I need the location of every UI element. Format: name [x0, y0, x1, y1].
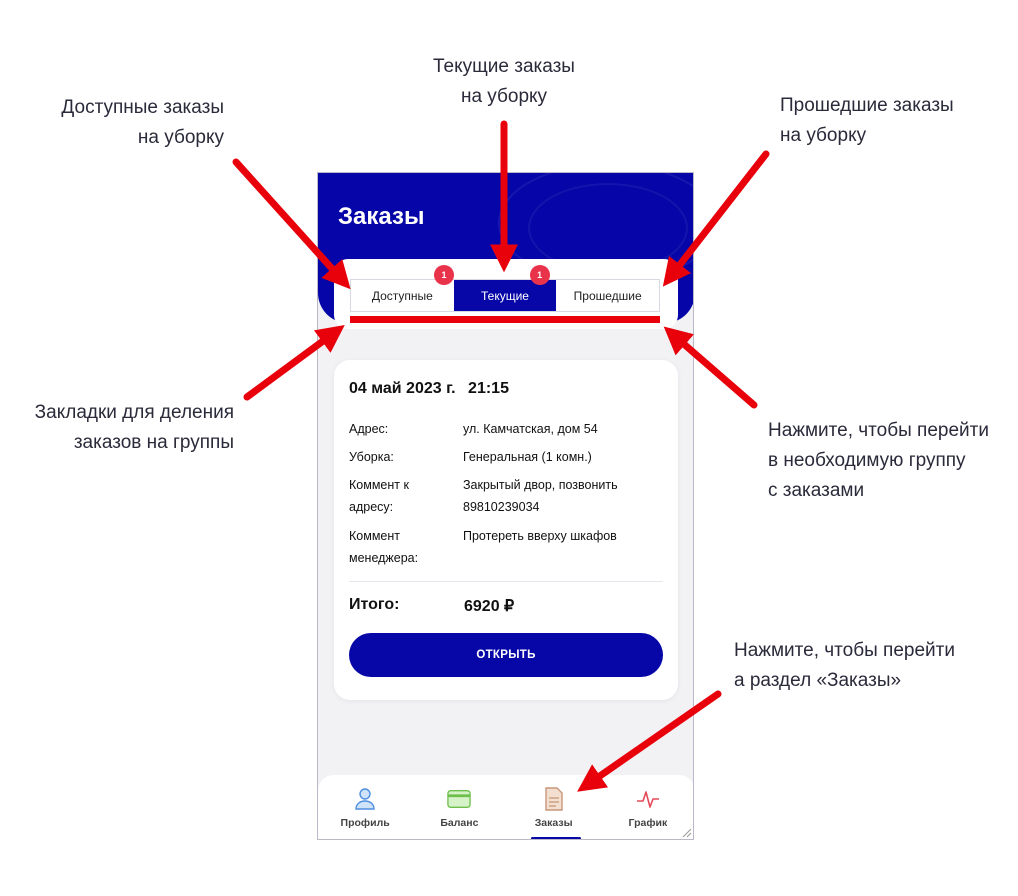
field-key: Коммент к адресу:: [349, 478, 409, 514]
callout-line: на уборку: [137, 127, 224, 148]
tab-bar: Доступные 1 Текущие 1 Прошедшие: [350, 265, 660, 312]
page-title: Заказы: [338, 203, 425, 230]
person-icon: [353, 787, 377, 811]
resize-grip-icon: [682, 828, 692, 838]
nav-label: Заказы: [534, 817, 573, 829]
phone-screen: Заказы Доступные 1 Текущие 1 Прошедшие 0…: [317, 172, 694, 840]
nav-label: Профиль: [340, 817, 390, 829]
field-key: Уборка:: [349, 450, 394, 464]
callout-line: на уборку: [780, 125, 867, 146]
field-value: Закрытый двор, позвонить 89810239034: [463, 478, 618, 514]
field-value: ул. Камчатская, дом 54: [463, 422, 598, 436]
nav-balance[interactable]: Баланс: [412, 775, 506, 839]
order-card: 04 май 2023 г. 21:15 Адрес: ул. Камчатск…: [334, 360, 678, 700]
callout-tap-orders: Нажмите, чтобы перейти а раздел «Заказы»: [734, 636, 974, 696]
callout-line: в необходимую группу: [768, 450, 966, 471]
tab-available[interactable]: Доступные 1: [351, 265, 454, 311]
tab-badge: 1: [434, 265, 454, 285]
tab-label: Текущие: [481, 288, 529, 303]
active-nav-indicator: [531, 837, 581, 839]
total-label: Итого:: [349, 596, 400, 613]
tab-past[interactable]: Прошедшие: [556, 280, 659, 311]
order-time: 21:15: [468, 380, 509, 397]
total-value: 6920 ₽: [464, 598, 515, 615]
callout-line: Доступные заказы: [61, 97, 224, 118]
bottom-navigation: Профиль Баланс Заказы График: [318, 775, 693, 839]
callout-line: а раздел «Заказы»: [734, 670, 902, 691]
callout-tap-group: Нажмите, чтобы перейти в необходимую гру…: [768, 416, 1008, 506]
annotation-underline: [350, 316, 660, 323]
open-order-button[interactable]: ОТКРЫТЬ: [349, 633, 663, 677]
tab-badge: 1: [529, 265, 550, 285]
callout-past-orders: Прошедшие заказы на уборку: [780, 91, 980, 151]
tab-current[interactable]: Текущие 1: [453, 265, 557, 311]
callout-line: Закладки для деления: [34, 402, 234, 423]
callout-tabs-hint: Закладки для деления заказов на группы: [20, 398, 234, 458]
tabs-panel: Доступные 1 Текущие 1 Прошедшие: [334, 259, 678, 329]
field-key: Коммент менеджера:: [349, 529, 419, 565]
callout-current-orders: Текущие заказы на уборку: [404, 52, 604, 112]
order-date: 04 май 2023 г.: [349, 380, 456, 397]
callout-available-orders: Доступные заказы на уборку: [20, 93, 224, 153]
field-value: Генеральная (1 комн.): [463, 450, 592, 464]
order-datetime: 04 май 2023 г. 21:15: [349, 380, 517, 398]
callout-line: с заказами: [768, 480, 865, 501]
card-icon: [447, 787, 472, 811]
field-key: Адрес:: [349, 422, 389, 436]
nav-label: Баланс: [440, 817, 479, 829]
callout-line: на уборку: [460, 86, 548, 107]
callout-line: Прошедшие заказы: [780, 95, 954, 116]
nav-profile[interactable]: Профиль: [318, 775, 412, 839]
nav-schedule[interactable]: График: [601, 775, 693, 839]
tab-label: Прошедшие: [573, 288, 642, 303]
callout-line: Текущие заказы: [433, 56, 575, 77]
nav-label: График: [628, 817, 668, 829]
nav-orders[interactable]: Заказы: [507, 775, 601, 839]
field-value: Протереть вверху шкафов: [463, 529, 617, 543]
tab-label: Доступные: [371, 288, 433, 303]
document-icon: [542, 787, 566, 811]
callout-line: заказов на группы: [73, 432, 234, 453]
divider: [349, 581, 663, 582]
callout-line: Нажмите, чтобы перейти: [734, 640, 955, 661]
pulse-chart-icon: [636, 787, 660, 811]
callout-line: Нажмите, чтобы перейти: [768, 420, 989, 441]
